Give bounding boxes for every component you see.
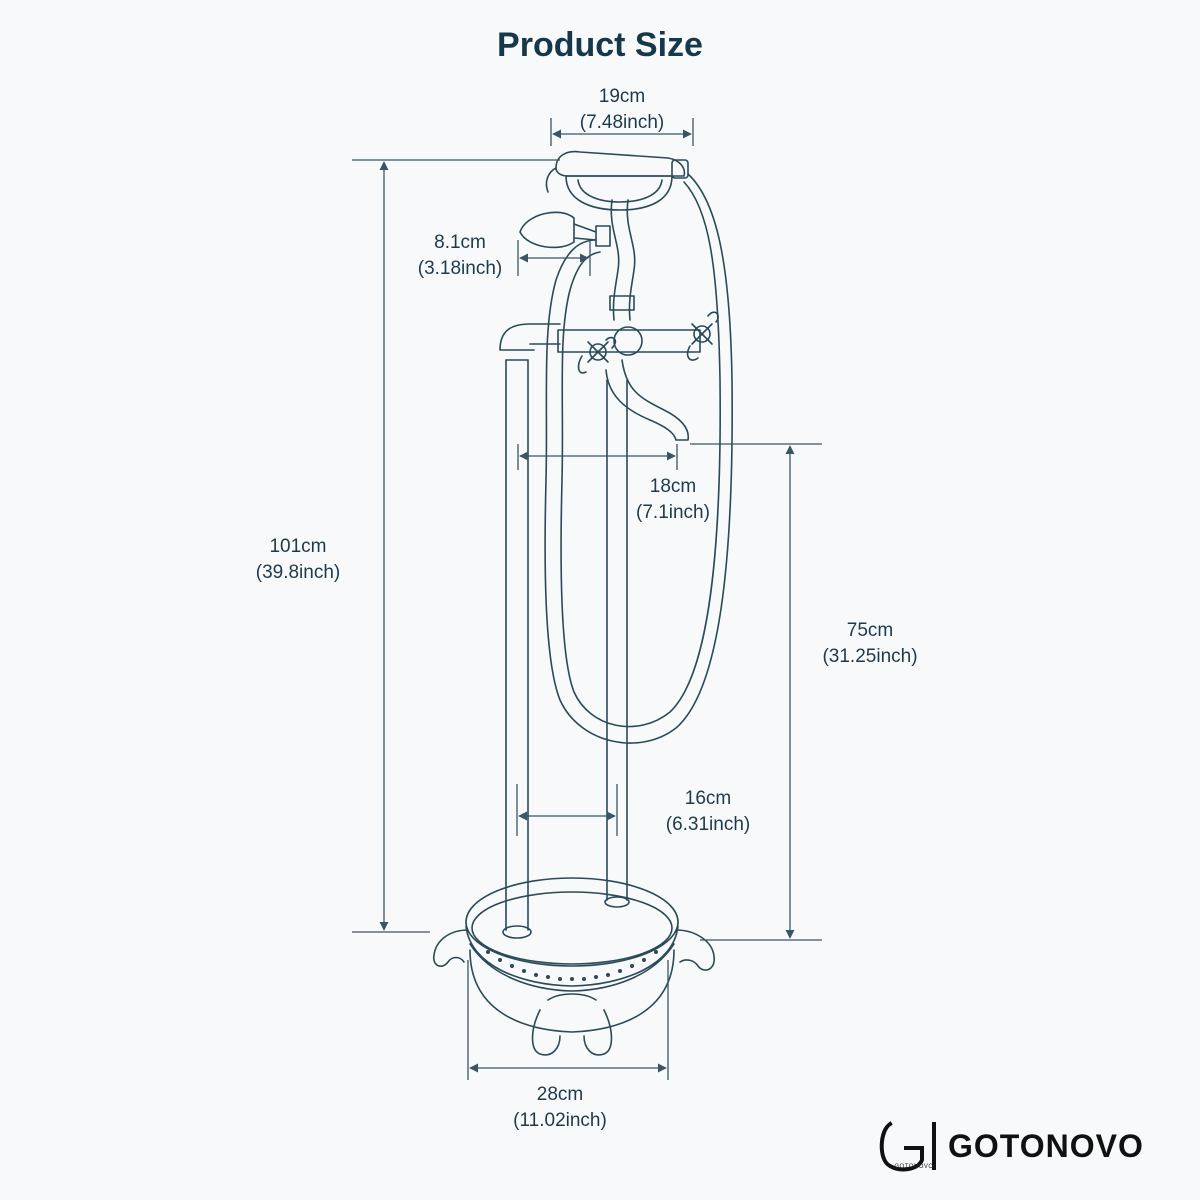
handle-left	[577, 336, 617, 374]
brand-mark-box: GOTONOVO	[886, 1118, 942, 1174]
label-base-width-metric: 28cm	[536, 1084, 584, 1105]
mixer-center	[613, 326, 643, 356]
label-base-width: 28cm (11.02inch)	[490, 1082, 630, 1134]
foot-front-left	[531, 1009, 561, 1056]
hose-inner	[560, 181, 721, 728]
label-spout-height-metric: 75cm	[846, 620, 894, 641]
handset-neck	[545, 167, 557, 193]
label-top-width-imperial: (7.48inch)	[579, 112, 665, 133]
left-elbow	[499, 323, 561, 361]
cradle-inner	[577, 179, 663, 203]
label-pipe-spacing-imperial: (6.31inch)	[665, 814, 751, 835]
brand-logo-mark	[879, 1121, 936, 1172]
right-pipe-base	[604, 896, 630, 908]
label-base-width-imperial: (11.02inch)	[513, 1110, 607, 1131]
brand-name: GOTONOVO	[948, 1127, 1144, 1164]
foot-ornament	[547, 993, 597, 1001]
handset	[555, 150, 686, 177]
label-shower-head-metric: 8.1cm	[434, 232, 486, 253]
brand-mark-small-text: GOTONOVO	[894, 1164, 934, 1170]
foot-right	[675, 929, 715, 971]
handset-end	[671, 159, 689, 179]
label-spout-height: 75cm (31.25inch)	[796, 618, 944, 670]
base-skirt	[469, 949, 675, 1033]
base-top	[465, 877, 679, 967]
label-total-height-metric: 101cm	[269, 536, 327, 557]
base-top-inner	[471, 891, 673, 965]
spout	[605, 359, 689, 441]
brand-logo: GOTONOVO GOTONOVO	[886, 1118, 1144, 1174]
label-top-width: 19cm (7.48inch)	[540, 84, 704, 136]
dimension-lines	[352, 118, 822, 1080]
label-total-height-imperial: (39.8inch)	[255, 562, 341, 583]
label-spout-reach-metric: 18cm	[649, 476, 697, 497]
base-band-lower	[469, 943, 675, 992]
base-band	[465, 925, 679, 987]
label-pipe-spacing-metric: 16cm	[684, 788, 732, 809]
cradle	[565, 175, 673, 211]
label-shower-head-imperial: (3.18inch)	[417, 258, 503, 279]
handle-right	[686, 311, 719, 361]
base-beads	[486, 950, 658, 981]
faucet-outline	[432, 150, 733, 1056]
diverter-collar	[609, 295, 635, 311]
shower-head-neck	[573, 223, 597, 241]
label-spout-reach-imperial: (7.1inch)	[636, 502, 710, 523]
label-spout-height-imperial: (31.25inch)	[822, 646, 918, 667]
diverter-column	[610, 199, 636, 321]
mixer-body	[557, 329, 701, 353]
shower-head	[519, 211, 575, 249]
label-top-width-metric: 19cm	[598, 86, 646, 107]
hose-outer	[544, 173, 733, 744]
left-pipe-base	[502, 925, 532, 939]
shower-connector	[595, 225, 611, 247]
foot-left	[432, 929, 469, 967]
foot-front-right	[583, 1009, 613, 1056]
label-spout-reach: 18cm (7.1inch)	[606, 474, 740, 526]
label-shower-head: 8.1cm (3.18inch)	[390, 230, 530, 282]
left-pipe	[505, 359, 529, 931]
page-title: Product Size	[497, 26, 703, 64]
label-total-height: 101cm (39.8inch)	[228, 534, 368, 586]
label-pipe-spacing: 16cm (6.31inch)	[640, 786, 776, 838]
